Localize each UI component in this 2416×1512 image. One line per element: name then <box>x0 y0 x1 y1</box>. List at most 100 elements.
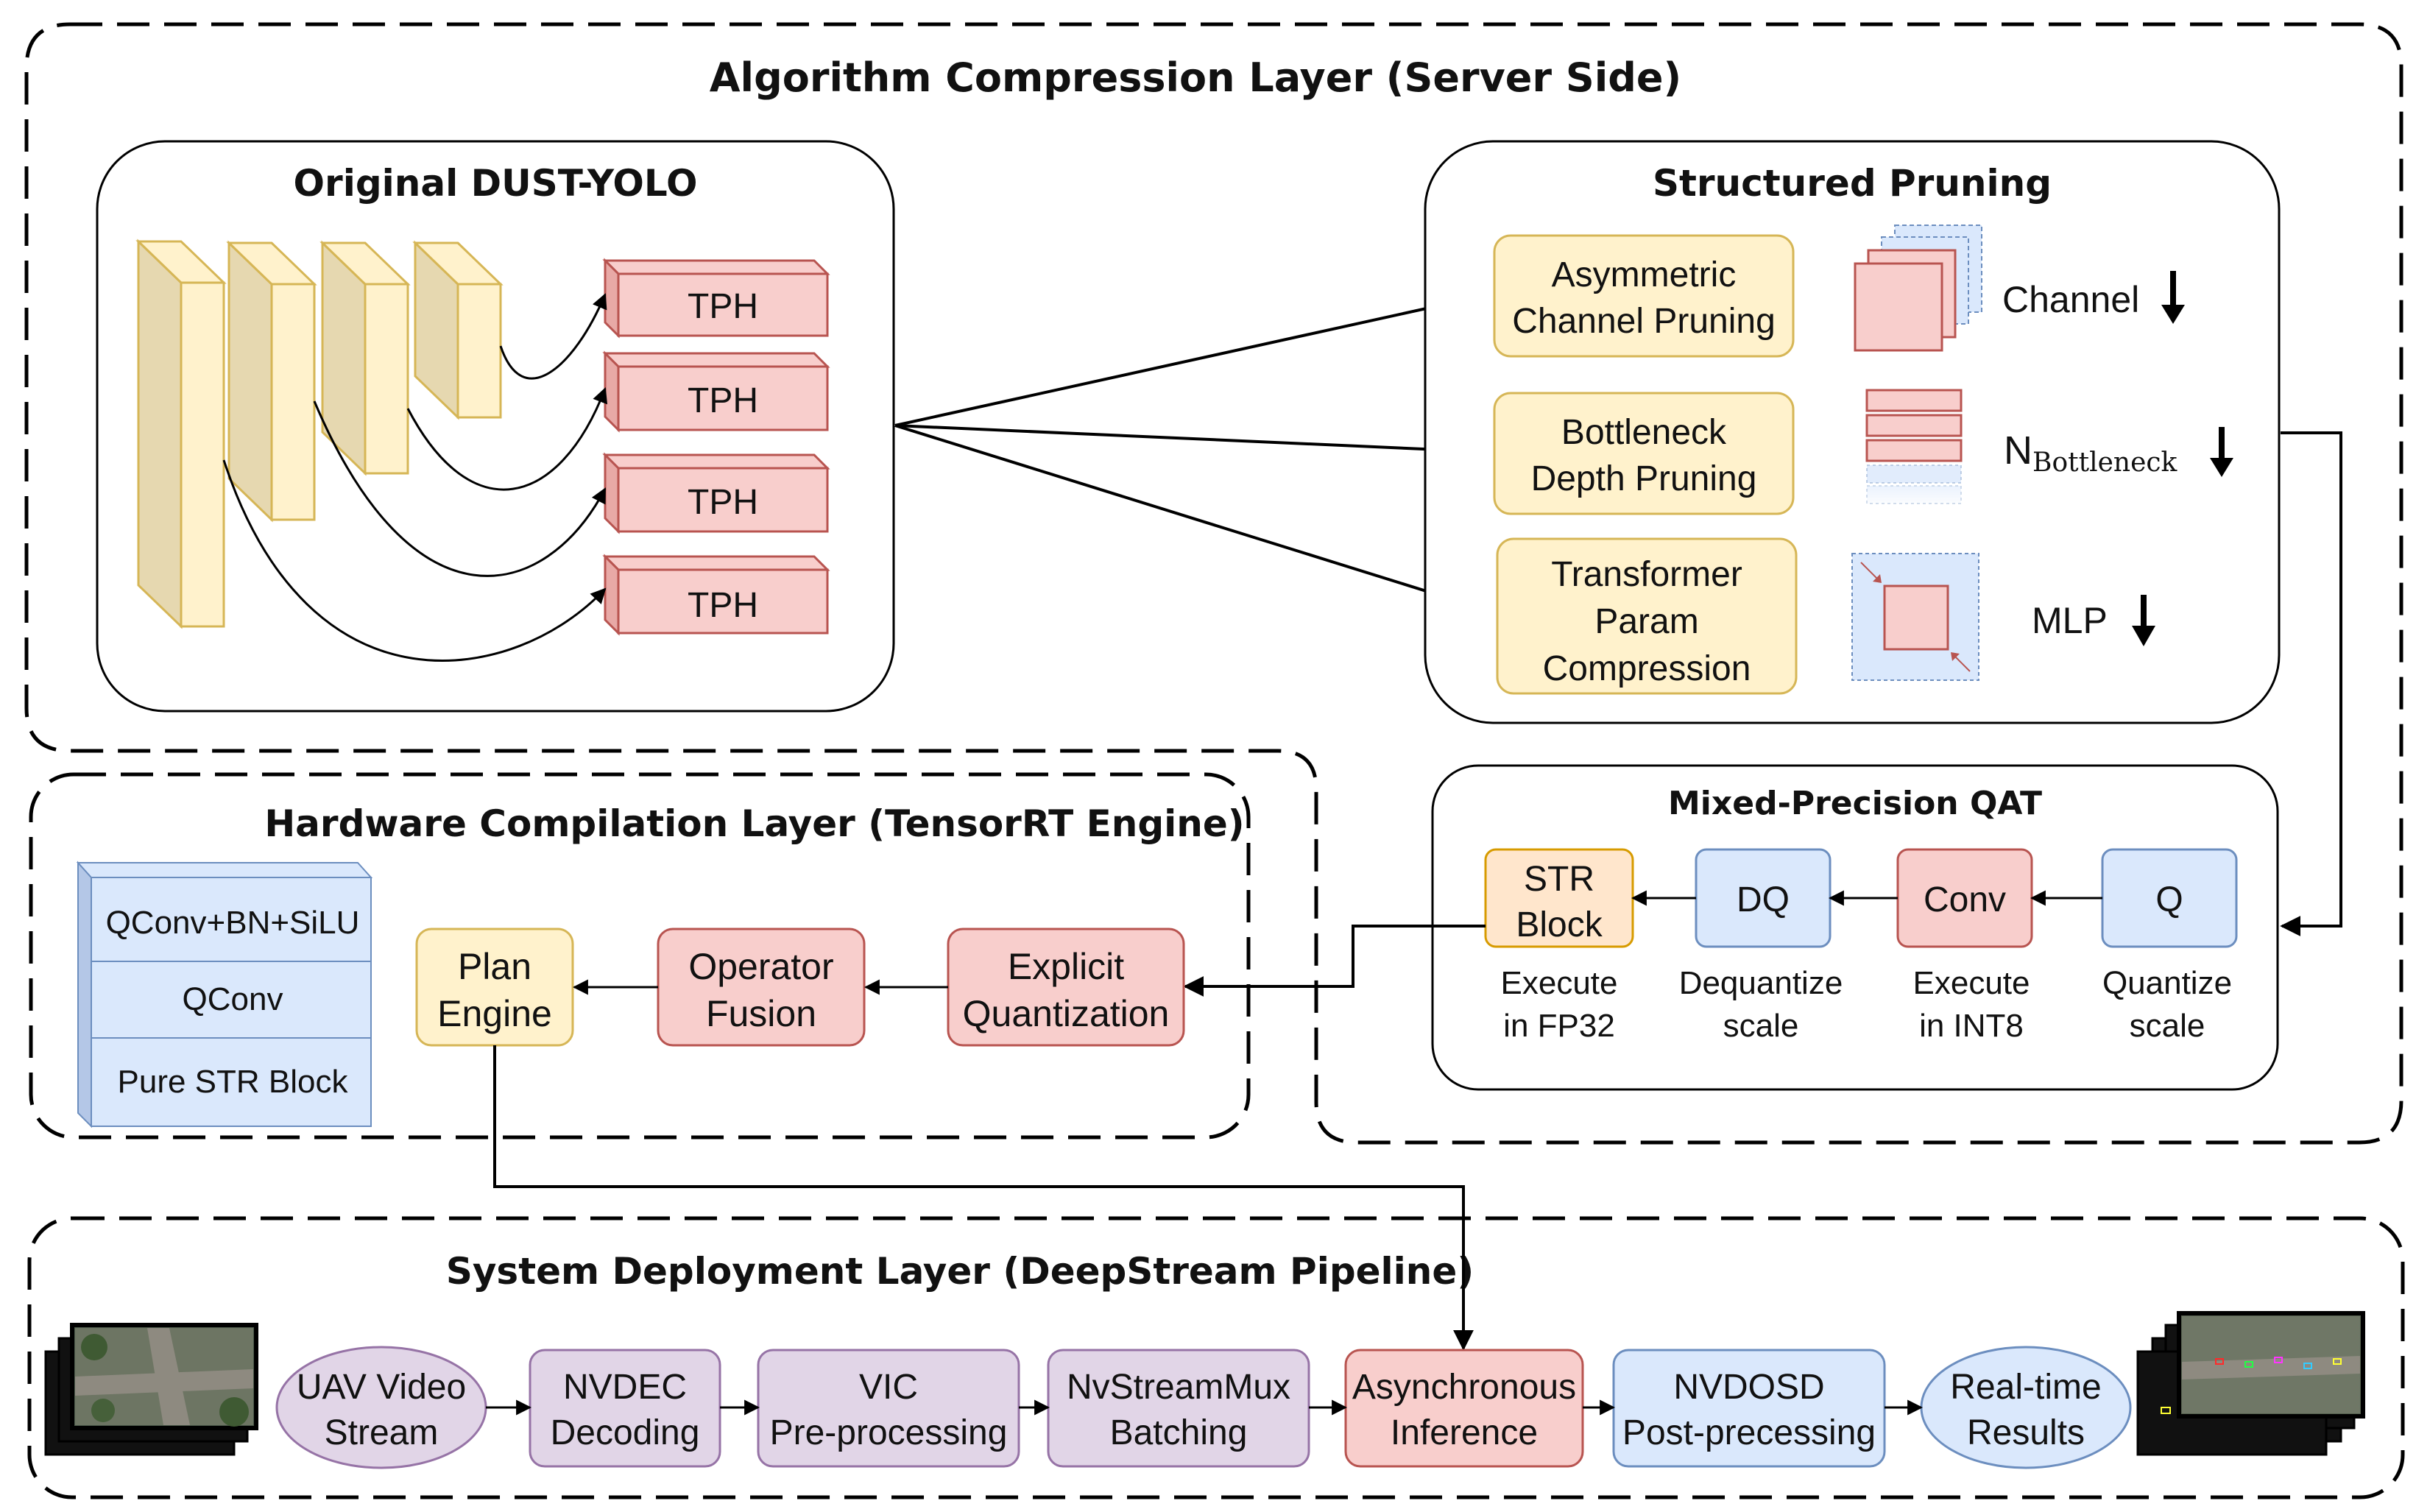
mlp-label: MLP <box>2032 600 2108 641</box>
pruning-fanout-arrows <box>894 288 1492 615</box>
svg-text:Execute: Execute <box>1913 965 2030 1001</box>
svg-text:TPH: TPH <box>688 381 758 420</box>
tph-head-2: TPH <box>602 350 830 433</box>
svg-text:Operator: Operator <box>688 946 833 987</box>
svg-text:Q: Q <box>2155 880 2183 919</box>
channel-label: Channel <box>2002 279 2139 320</box>
nvdec-decoding-node: NVDEC Decoding <box>529 1349 721 1468</box>
svg-text:Quantize: Quantize <box>2102 965 2232 1001</box>
channel-decrease-arrow-icon <box>2161 271 2185 324</box>
algorithm-layer-frame <box>24 22 2403 1145</box>
svg-text:Dequantize: Dequantize <box>1679 965 1843 1001</box>
uav-video-stream-node: UAV Video Stream <box>275 1346 487 1469</box>
engine-to-inference-connector <box>493 1045 1474 1351</box>
svg-text:Stream: Stream <box>325 1413 439 1452</box>
svg-text:VIC: VIC <box>859 1368 918 1407</box>
svg-text:QConv+BN+SiLU: QConv+BN+SiLU <box>106 905 360 941</box>
svg-text:Decoding: Decoding <box>551 1413 700 1452</box>
backbone-to-head-connectors <box>222 293 608 662</box>
qat-to-hardware-connector <box>1183 925 1486 997</box>
svg-text:Transformer: Transformer <box>1551 555 1742 594</box>
svg-text:UAV Video: UAV Video <box>297 1368 466 1407</box>
svg-text:Channel Pruning: Channel Pruning <box>1512 302 1776 341</box>
transformer-param-compression: Transformer Param Compression <box>1496 537 1798 695</box>
stack-pure-str-block <box>91 1037 372 1127</box>
channel-stack-icon <box>1854 225 1982 352</box>
original-model-title: Original DUST-YOLO <box>294 162 698 205</box>
qat-dq-block: DQ <box>1695 848 1832 948</box>
operator-fusion-node: Operator Fusion <box>657 928 866 1047</box>
tph-head-3: TPH <box>602 452 830 534</box>
structured-pruning-title: Structured Pruning <box>1653 162 2052 205</box>
nvdosd-postprocessing-node: NVDOSD Post-precessing <box>1612 1349 1886 1468</box>
svg-text:Param: Param <box>1594 602 1698 641</box>
svg-text:STR: STR <box>1524 860 1594 899</box>
svg-text:in FP32: in FP32 <box>1503 1008 1615 1044</box>
svg-text:Asymmetric: Asymmetric <box>1552 255 1737 294</box>
pruning-to-qat-connector <box>2280 431 2342 936</box>
tph-head-4: TPH <box>602 554 830 636</box>
svg-text:TPH: TPH <box>688 586 758 625</box>
stack-qconv <box>91 961 372 1039</box>
output-video-frames-icon <box>2136 1311 2365 1456</box>
svg-text:NVDEC: NVDEC <box>563 1368 687 1407</box>
svg-text:NVDOSD: NVDOSD <box>1673 1368 1824 1407</box>
svg-text:scale: scale <box>2130 1008 2205 1044</box>
qat-title: Mixed-Precision QAT <box>1668 785 2042 822</box>
feature-block-2 <box>226 240 317 523</box>
input-video-frames-icon <box>44 1323 258 1456</box>
feature-block-1 <box>135 239 227 629</box>
svg-text:Inference: Inference <box>1391 1413 1538 1452</box>
bottleneck-count-label: NBottleneck <box>2004 428 2178 478</box>
algorithm-layer-title: Algorithm Compression Layer (Server Side… <box>710 54 1681 101</box>
hardware-layer-frame <box>29 772 1251 1140</box>
asynchronous-inference-node: Asynchronous Inference <box>1344 1349 1584 1468</box>
bottleneck-decrease-arrow-icon <box>2210 427 2233 477</box>
deployment-layer-frame <box>27 1216 2405 1499</box>
svg-text:Plan: Plan <box>458 946 531 987</box>
svg-text:TPH: TPH <box>688 483 758 522</box>
mlp-compress-icon <box>1851 553 1979 681</box>
svg-text:Post-precessing: Post-precessing <box>1622 1413 1876 1452</box>
feature-block-4 <box>412 240 504 420</box>
plan-engine-node: Plan Engine <box>415 928 574 1047</box>
svg-text:Bottleneck: Bottleneck <box>1561 413 1727 452</box>
svg-text:Results: Results <box>1967 1413 2085 1452</box>
mlp-decrease-arrow-icon <box>2132 595 2155 646</box>
vic-preprocessing-node: VIC Pre-processing <box>757 1349 1020 1468</box>
hardware-layer-title: Hardware Compilation Layer (TensorRT Eng… <box>264 802 1244 845</box>
svg-text:scale: scale <box>1723 1008 1799 1044</box>
asymmetric-channel-pruning: Asymmetric Channel Pruning <box>1493 234 1795 358</box>
svg-text:Depth Pruning: Depth Pruning <box>1531 459 1757 498</box>
qat-q-block: Q <box>2101 848 2238 948</box>
svg-text:in INT8: in INT8 <box>1919 1008 2024 1044</box>
svg-text:DQ: DQ <box>1737 880 1790 919</box>
deployment-layer-title: System Deployment Layer (DeepStream Pipe… <box>446 1250 1474 1293</box>
svg-text:Pre-processing: Pre-processing <box>770 1413 1008 1452</box>
svg-text:QConv: QConv <box>183 981 283 1017</box>
quantized-layer-stack: QConv+BN+SiLU QConv Pure STR Block <box>76 861 373 1128</box>
svg-text:Asynchronous: Asynchronous <box>1352 1368 1576 1407</box>
svg-text:Execute: Execute <box>1501 965 1618 1001</box>
svg-text:Engine: Engine <box>437 993 552 1034</box>
explicit-quantization-node: Explicit Quantization <box>947 928 1185 1047</box>
feature-block-3 <box>319 240 411 476</box>
qat-captions: Execute in FP32 Dequantize scale Execute… <box>1501 965 2233 1044</box>
svg-text:Quantization: Quantization <box>963 993 1170 1034</box>
svg-text:NvStreamMux: NvStreamMux <box>1067 1368 1290 1407</box>
qat-conv-block: Conv <box>1896 848 2033 948</box>
tph-head-1: TPH <box>602 258 830 339</box>
qat-str-block: STR Block <box>1484 848 1634 948</box>
svg-text:Conv: Conv <box>1924 880 2006 919</box>
svg-text:Batching: Batching <box>1110 1413 1248 1452</box>
svg-text:Compression: Compression <box>1543 649 1751 688</box>
realtime-results-node: Real-time Results <box>1920 1346 2132 1469</box>
svg-text:Block: Block <box>1516 905 1603 944</box>
svg-text:Explicit: Explicit <box>1008 946 1124 987</box>
svg-text:Fusion: Fusion <box>706 993 816 1034</box>
bottleneck-layers-icon <box>1865 389 1963 504</box>
nvstreammux-batching-node: NvStreamMux Batching <box>1047 1349 1310 1468</box>
svg-text:Real-time: Real-time <box>1950 1368 2101 1407</box>
svg-text:Pure STR Block: Pure STR Block <box>118 1064 349 1100</box>
